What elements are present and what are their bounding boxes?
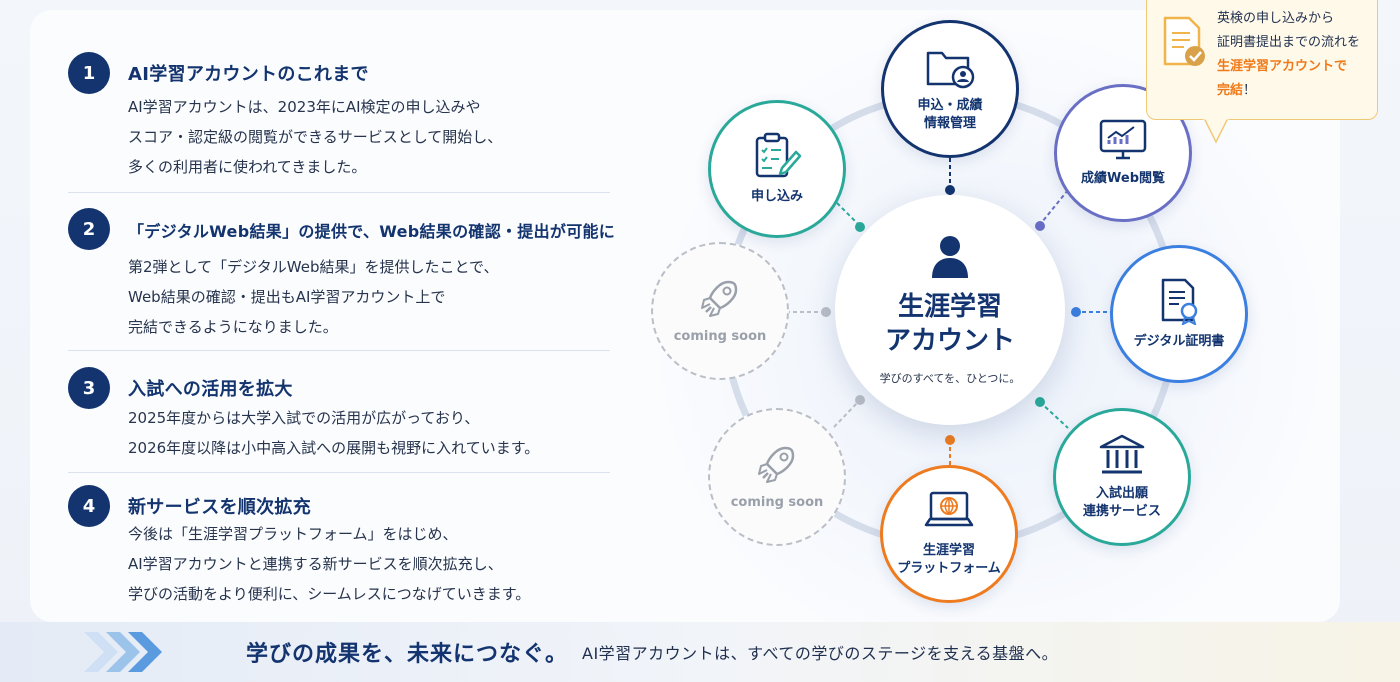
callout-tail <box>1203 118 1229 144</box>
node-label: 申し込み <box>751 188 803 206</box>
node-entrance[interactable]: 入試出願 連携サービス <box>1053 408 1191 546</box>
node-label-line: 情報管理 <box>923 116 976 131</box>
body-line: スコア・認定級の閲覧ができるサービスとして開始し、 <box>128 128 503 146</box>
node-label: coming soon <box>730 495 824 510</box>
center-title-line1: 生涯学習 <box>897 292 1002 322</box>
building-icon <box>1099 434 1145 474</box>
node-label-line: 成績Web閲覧 <box>1081 171 1165 186</box>
node-label: デジタル証明書 <box>1134 333 1225 351</box>
callout-box: 英検の申し込みから 証明書提出までの流れを 生涯学習アカウントで 完結！ <box>1146 0 1378 120</box>
spoke-web-results <box>1037 189 1069 228</box>
folder-person-icon <box>926 51 975 89</box>
spoke-dot <box>855 222 865 232</box>
chevrons-icon <box>84 632 162 672</box>
monitor-chart-icon <box>1099 119 1147 160</box>
divider <box>68 472 610 473</box>
spoke-dot <box>1035 397 1045 407</box>
node-label: 入試出願 連携サービス <box>1083 485 1161 521</box>
item-body: 第2弾として「デジタルWeb結果」を提供したことで、 Web結果の確認・提出もA… <box>128 252 498 342</box>
footer-description: AI学習アカウントは、すべての学びのステージを支える基盤へ。 <box>582 644 1059 663</box>
center-subtitle: 学びのすべてを、ひとつに。 <box>879 372 1021 385</box>
node-label: 申込・成績 情報管理 <box>917 97 982 133</box>
callout-line-highlight: 生涯学習アカウントで <box>1217 59 1348 74</box>
spoke-entrance <box>1039 401 1069 429</box>
node-label-line: 申し込み <box>750 189 803 204</box>
item-body: 2025年度からは大学入試での活用が広がっており、 2026年度以降は小中高入試… <box>128 403 539 463</box>
spoke-dot <box>821 307 831 317</box>
node-apply[interactable]: 申し込み <box>708 100 846 238</box>
certificate-icon <box>1161 278 1198 325</box>
center-title-line2: アカウント <box>884 326 1015 356</box>
item-title: AI学習アカウントのこれまで <box>128 64 369 85</box>
footer-banner: 学びの成果を、未来につなぐ。 AI学習アカウントは、すべての学びのステージを支え… <box>0 622 1400 682</box>
node-label: coming soon <box>673 329 767 344</box>
item-body: AI学習アカウントは、2023年にAI検定の申し込みや スコア・認定級の閲覧がで… <box>128 92 502 182</box>
item-body: 今後は「生涯学習プラットフォーム」をはじめ、 AI学習アカウントと連携する新サー… <box>128 519 530 609</box>
body-line: AI学習アカウントと連携する新サービスを順次拡充し、 <box>128 555 503 573</box>
step-number: 3 <box>68 367 110 409</box>
node-label-line: 申込・成績 <box>917 98 983 113</box>
node-digital-cert[interactable]: デジタル証明書 <box>1110 245 1248 383</box>
body-line: 学びの活動をより便利に、シームレスにつなげていきます。 <box>128 585 531 603</box>
body-line: 2026年度以降は小中高入試への展開も視野に入れています。 <box>128 439 540 457</box>
item-title: 入試への活用を拡大 <box>128 379 293 400</box>
node-coming-soon-upper: coming soon <box>651 242 789 380</box>
node-label-line: 生涯学習 <box>922 543 975 558</box>
body-line: 完結できるようになりました。 <box>128 318 338 336</box>
node-apply-manage[interactable]: 申込・成績 情報管理 <box>881 20 1019 158</box>
footer-tagline: 学びの成果を、未来につなぐ。 <box>246 642 569 667</box>
center-hub: 生涯学習 アカウント 学びのすべてを、ひとつに。 <box>835 195 1065 425</box>
node-label-line: プラットフォーム <box>897 561 1001 576</box>
node-label-line: 連携サービス <box>1082 504 1161 519</box>
node-label: 成績Web閲覧 <box>1081 170 1165 188</box>
spoke-dot <box>945 185 955 195</box>
node-label-line: 入試出願 <box>1095 486 1148 501</box>
step-number: 4 <box>68 485 110 527</box>
body-line: AI学習アカウントは、2023年にAI検定の申し込みや <box>128 98 481 116</box>
body-line: 多くの利用者に使われてきました。 <box>128 158 367 176</box>
rocket-icon <box>701 280 738 317</box>
divider <box>68 192 610 193</box>
callout-text: 英検の申し込みから 証明書提出までの流れを 生涯学習アカウントで 完結！ <box>1217 7 1360 103</box>
item-title: 「デジタルWeb結果」の提供で、Web結果の確認・提出が可能に <box>128 222 616 241</box>
callout-line-end: ！ <box>1243 83 1257 98</box>
rocket-icon <box>758 446 795 483</box>
node-label-line: デジタル証明書 <box>1133 334 1225 349</box>
spoke-dot <box>855 395 865 405</box>
node-coming-soon-lower: coming soon <box>708 408 846 546</box>
callout-line: 証明書提出までの流れを <box>1217 35 1361 50</box>
spoke-dot <box>1071 307 1081 317</box>
body-line: 2025年度からは大学入試での活用が広がっており、 <box>128 409 480 427</box>
node-label: 生涯学習 プラットフォーム <box>897 542 1001 578</box>
spoke-dot <box>945 435 955 445</box>
callout-line: 英検の申し込みから <box>1217 11 1335 26</box>
body-line: 今後は「生涯学習プラットフォーム」をはじめ、 <box>128 525 458 543</box>
body-line: Web結果の確認・提出もAI学習アカウント上で <box>128 288 446 306</box>
person-icon <box>932 236 968 278</box>
item-title: 新サービスを順次拡充 <box>128 497 311 518</box>
node-platform[interactable]: 生涯学習 プラットフォーム <box>880 465 1018 603</box>
body-line: 第2弾として「デジタルWeb結果」を提供したことで、 <box>128 258 499 276</box>
document-check-icon <box>1163 16 1205 66</box>
step-number: 2 <box>68 208 110 250</box>
clipboard-pen-icon <box>755 132 802 178</box>
callout-highlight: 完結 <box>1217 83 1244 98</box>
divider <box>68 350 610 351</box>
step-number: 1 <box>68 52 110 94</box>
spoke-dot <box>1035 221 1045 231</box>
spoke-soon-lower <box>833 399 861 428</box>
laptop-globe-icon <box>924 491 974 527</box>
